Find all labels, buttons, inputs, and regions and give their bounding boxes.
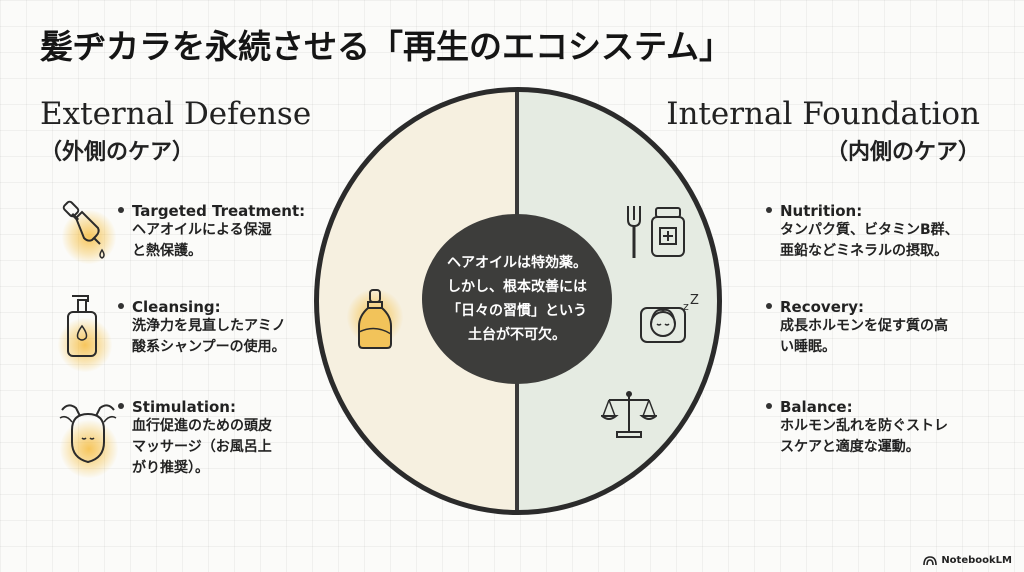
item-desc-line: 亜鉛などミネラルの摂取。 [780, 243, 948, 259]
bullet-dot [766, 403, 772, 409]
item-label: Cleansing: [132, 298, 221, 316]
bullet-dot [766, 303, 772, 309]
notebooklm-icon [923, 555, 938, 565]
balance-scale-icon [601, 391, 657, 438]
item-label: Stimulation: [132, 398, 236, 416]
bullet-dot [118, 207, 124, 213]
center-line: ヘアオイルは特効薬。 [447, 255, 587, 271]
item-label: Balance: [780, 398, 853, 416]
pump-bottle-icon [67, 295, 97, 357]
item-desc-line: マッサージ（お風呂上 [132, 439, 272, 455]
center-line: しかし、根本改善には [447, 279, 587, 295]
ecosystem-circle: z Z ヘアオイルは特効薬。 しかし、根本改善には 「日々の習慣」という 土台が… [314, 87, 722, 515]
pump-glow [58, 318, 112, 372]
item-desc-line: と熱保護。 [132, 243, 202, 259]
scalp-glow [60, 420, 118, 478]
svg-text:Z: Z [690, 294, 699, 308]
item-label: Targeted Treatment: [132, 202, 306, 220]
center-line: 「日々の習慣」という [447, 303, 587, 319]
brand-name: NotebookLM [941, 555, 1012, 566]
svg-text:z: z [683, 300, 689, 313]
item-label: Recovery: [780, 298, 865, 316]
item-desc-line: 酸系シャンプーの使用。 [132, 339, 286, 355]
list-item: Recovery: 成長ホルモンを促す質の高 い睡眠。 [766, 298, 1006, 358]
item-label: Nutrition: [780, 202, 863, 220]
item-desc-line: ヘアオイルによる保湿 [132, 222, 272, 238]
page-title: 髪ヂカラを永続させる「再生のエコシステム」 [40, 27, 733, 66]
left-heading: External Defense [40, 96, 312, 132]
item-desc-line: 血行促進のための頭皮 [132, 418, 272, 434]
item-desc-line: い睡眠。 [780, 339, 836, 355]
item-desc-line: がり推奨）。 [132, 460, 209, 476]
item-desc-line: タンパク質、ビタミンB群、 [780, 222, 959, 238]
brand-logo: NotebookLM [923, 555, 1012, 566]
list-item: Nutrition: タンパク質、ビタミンB群、 亜鉛などミネラルの摂取。 [766, 202, 1006, 262]
right-heading: Internal Foundation [666, 96, 980, 132]
item-desc-line: スケアと適度な運動。 [780, 439, 920, 455]
item-desc-line: 洗浄力を見直したアミノ [132, 318, 286, 334]
fork-icon [627, 206, 641, 258]
list-item: Cleansing: 洗浄力を見直したアミノ 酸系シャンプーの使用。 [118, 298, 318, 358]
dropper-icon [62, 200, 105, 259]
bullet-dot [118, 303, 124, 309]
center-message-disc: ヘアオイルは特効薬。 しかし、根本改善には 「日々の習慣」という 土台が不可欠。 [422, 214, 612, 384]
oil-bottle-icon [358, 289, 392, 349]
bullet-dot [766, 207, 772, 213]
center-message: ヘアオイルは特効薬。 しかし、根本改善には 「日々の習慣」という 土台が不可欠。 [432, 251, 602, 347]
item-desc-line: 成長ホルモンを促す質の高 [780, 318, 948, 334]
scalp-massage-icon [59, 404, 117, 464]
left-subheading: （外側のケア） [40, 140, 195, 165]
item-desc-line: ホルモン乱れを防ぐストレ [780, 418, 948, 434]
list-item: Balance: ホルモン乱れを防ぐストレ スケアと適度な運動。 [766, 398, 1006, 458]
list-item: Stimulation: 血行促進のための頭皮 マッサージ（お風呂上 がり推奨）… [118, 398, 318, 479]
sleeping-face-icon: z Z [640, 294, 699, 343]
right-subheading: （内側のケア） [825, 140, 980, 165]
supplement-bottle-icon [651, 207, 685, 257]
bullet-dot [118, 403, 124, 409]
list-item: Targeted Treatment: ヘアオイルによる保湿 と熱保護。 [118, 202, 318, 262]
center-line: 土台が不可欠。 [468, 327, 566, 343]
